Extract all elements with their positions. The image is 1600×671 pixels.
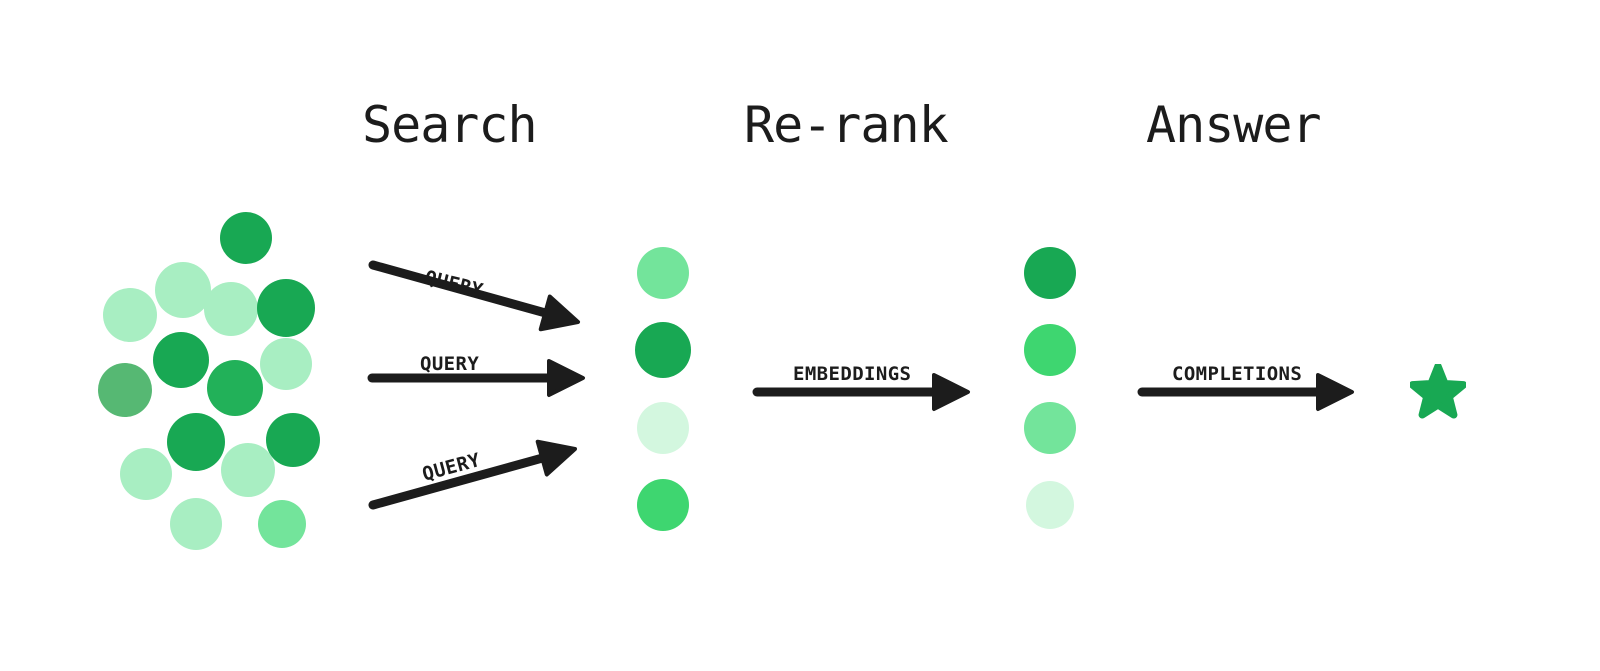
arrow-head	[547, 359, 585, 397]
retrieved-dot-2	[635, 322, 691, 378]
arrow-shaft	[368, 451, 553, 510]
document-dot-12	[120, 448, 172, 500]
document-dot-8	[98, 363, 152, 417]
arrow-shape-completions	[1137, 373, 1354, 411]
arrow-label-embeddings: EMBEDDINGS	[793, 363, 912, 385]
document-dot-13	[221, 443, 275, 497]
star-icon	[1408, 362, 1468, 419]
reranked-dot-4	[1026, 481, 1074, 529]
document-dot-11	[266, 413, 320, 467]
arrow-head	[535, 439, 577, 477]
stage-heading-rerank: Re-rank	[744, 96, 949, 154]
document-dot-1	[220, 212, 272, 264]
arrow-head	[538, 294, 580, 332]
arrow-head	[1316, 373, 1354, 411]
arrow-shape-query-middle	[367, 359, 585, 397]
arrow-shape-query-top	[368, 260, 580, 332]
arrow-completions	[1112, 362, 1382, 422]
document-dot-7	[260, 338, 312, 390]
document-dot-14	[170, 498, 222, 550]
document-dot-3	[103, 288, 157, 342]
arrow-query-top	[343, 235, 608, 352]
stage-heading-search: Search	[362, 96, 538, 154]
document-dot-4	[204, 282, 258, 336]
arrow-head	[932, 373, 970, 411]
reranked-dot-3	[1024, 402, 1076, 454]
star-shape	[1408, 362, 1468, 419]
retrieved-dot-1	[637, 247, 689, 299]
document-dot-10	[167, 413, 225, 471]
arrow-embeddings	[727, 362, 998, 422]
arrow-shaft	[368, 260, 556, 320]
reranked-dot-2	[1024, 324, 1076, 376]
document-dot-15	[258, 500, 306, 548]
stage-heading-answer: Answer	[1146, 96, 1322, 154]
arrow-query-middle	[342, 348, 613, 408]
retrieved-dot-4	[637, 479, 689, 531]
document-dot-2	[155, 262, 211, 318]
retrieved-dot-3	[637, 402, 689, 454]
arrow-shape-query-bottom	[368, 439, 577, 510]
arrow-query-bottom	[343, 419, 605, 535]
arrow-label-query-middle: QUERY	[420, 353, 480, 375]
arrow-label-completions: COMPLETIONS	[1172, 363, 1303, 385]
document-dot-6	[153, 332, 209, 388]
reranked-dot-1	[1024, 247, 1076, 299]
arrow-shape-embeddings	[752, 373, 970, 411]
document-dot-9	[207, 360, 263, 416]
answer-star	[1408, 362, 1468, 420]
document-dot-5	[257, 279, 315, 337]
